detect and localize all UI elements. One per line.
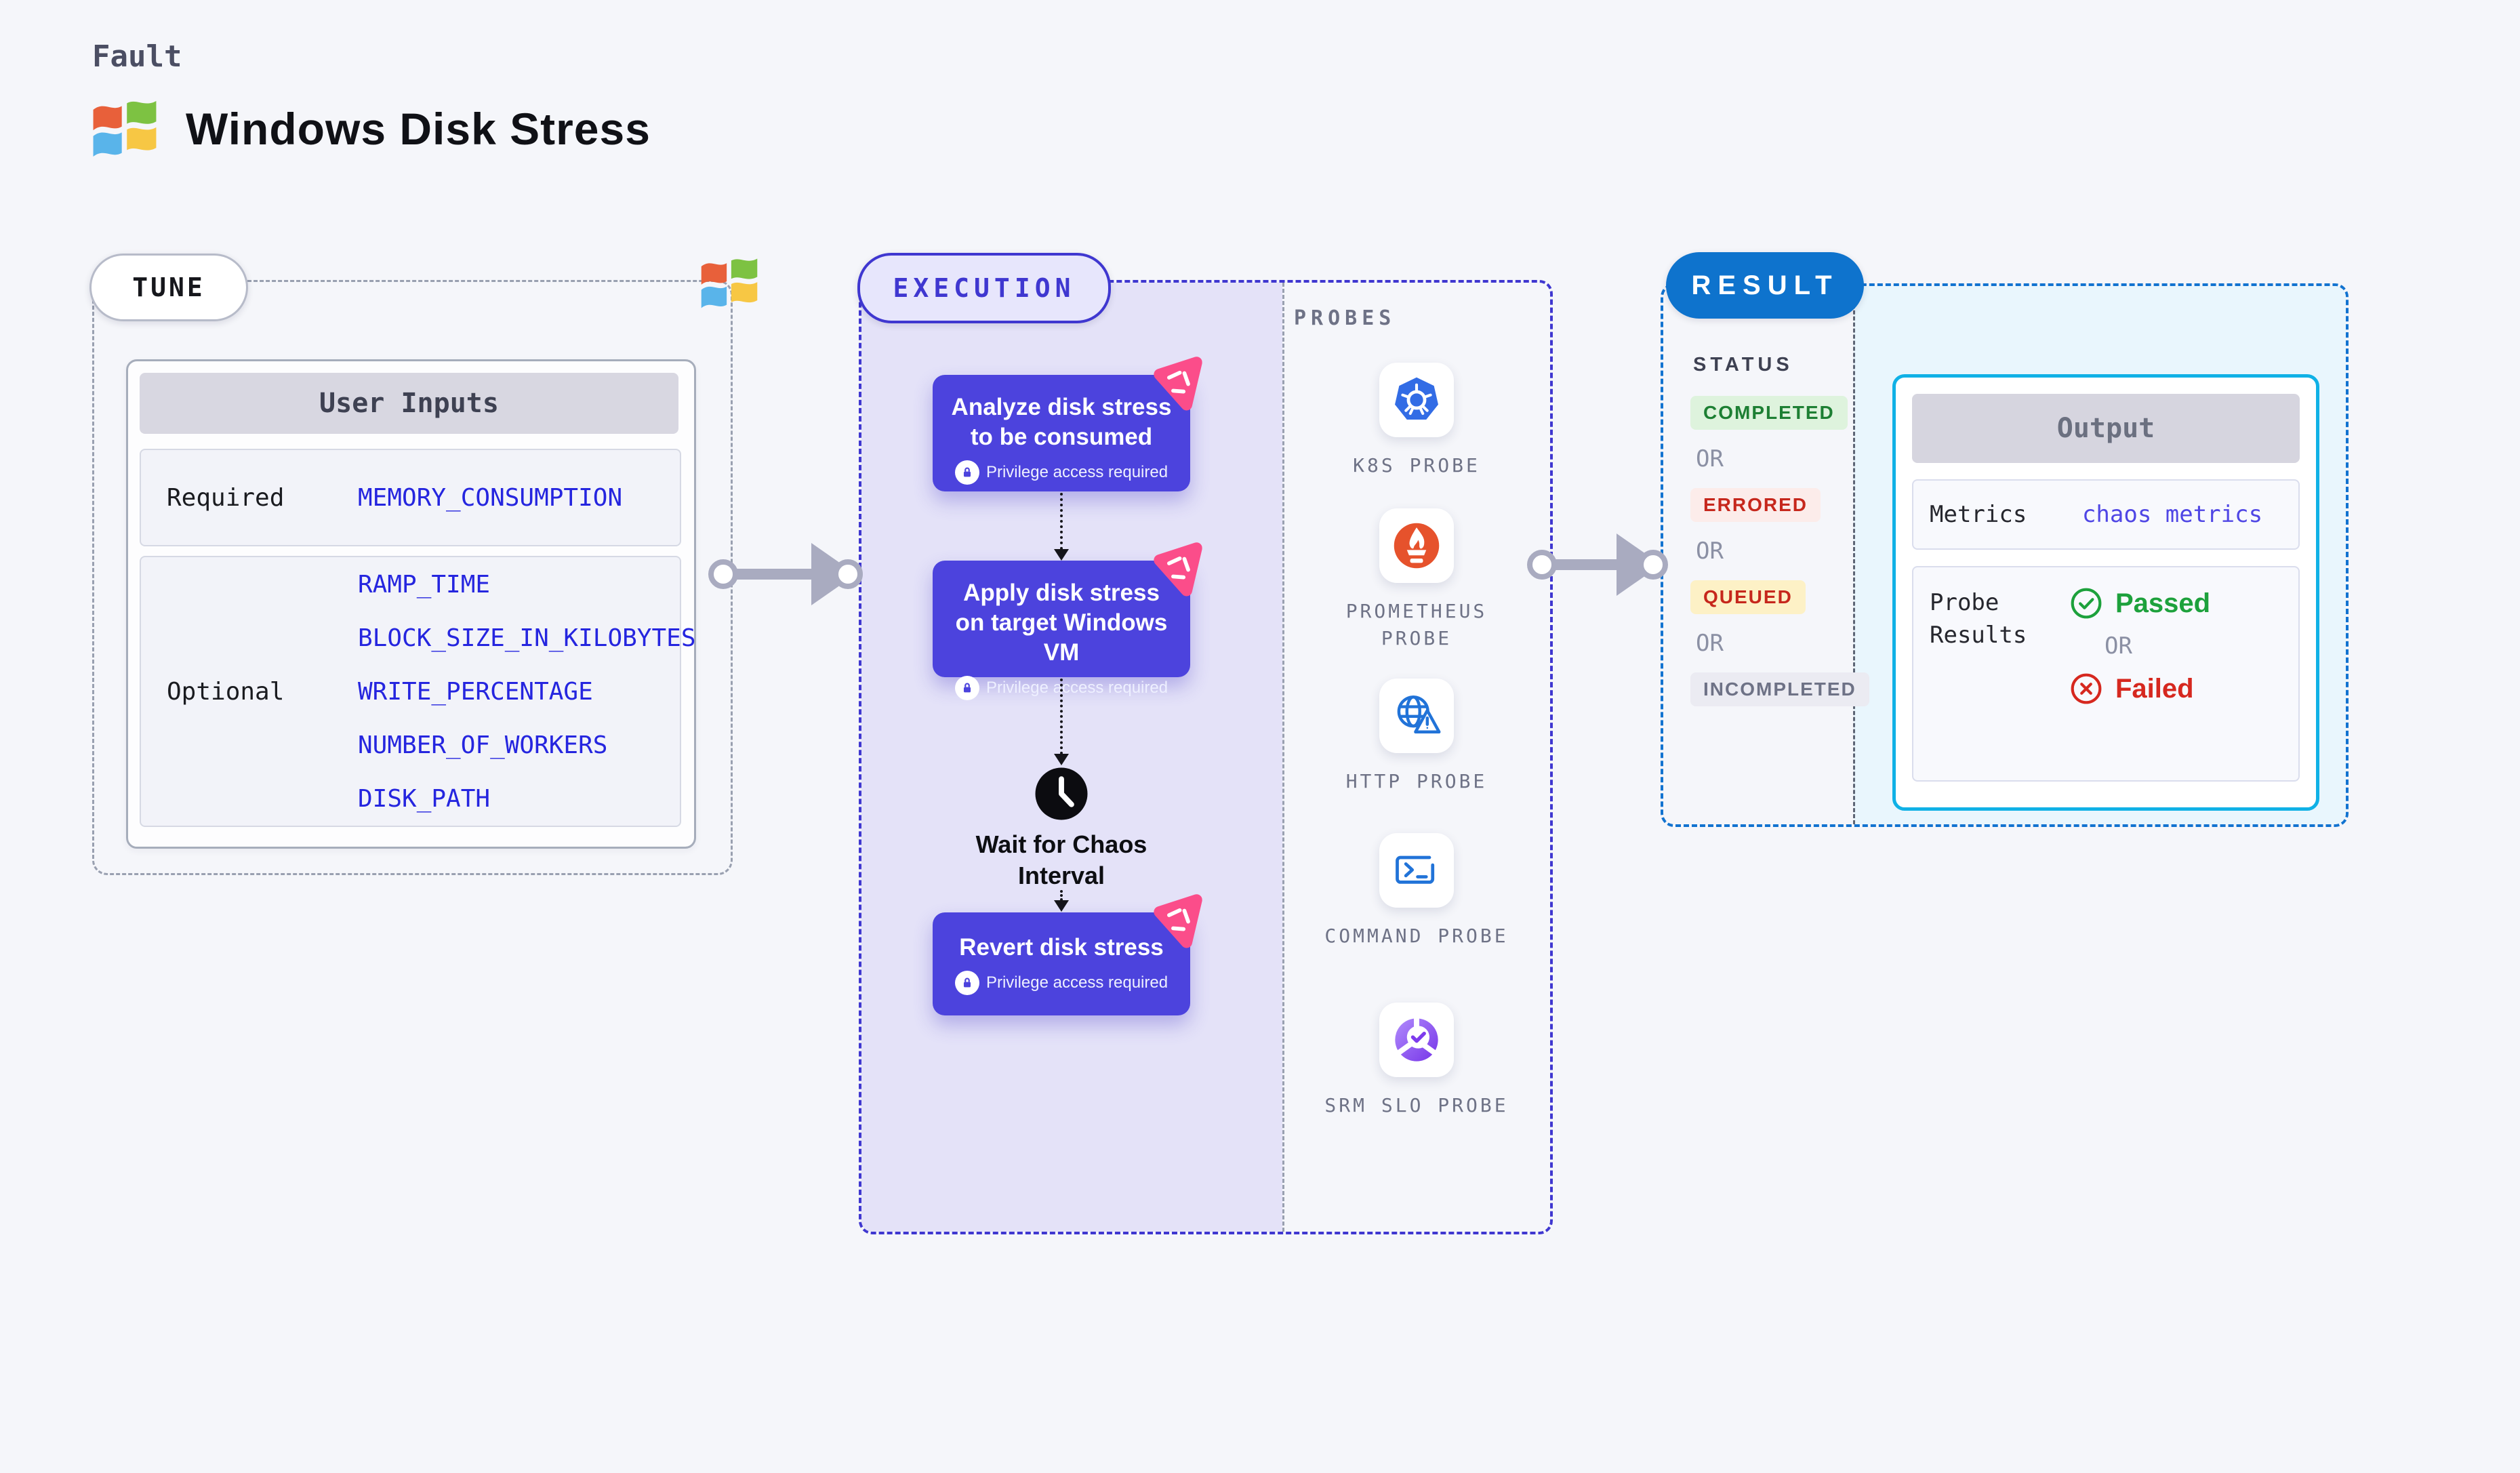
probe-verdict-passed: Passed	[2069, 586, 2282, 620]
chaos-experiment-icon	[1154, 894, 1202, 948]
input-value: WRITE_PERCENTAGE	[358, 677, 593, 706]
wait-for-chaos-interval-label: Wait for Chaos Interval	[975, 830, 1147, 889]
execution-section: Analyze disk stress to be consumed Privi…	[859, 280, 1553, 1234]
connector-wait-step3	[1054, 890, 1069, 912]
failed-label: Failed	[2115, 673, 2194, 704]
probe-command: COMMAND PROBE	[1308, 833, 1525, 950]
fault-eyebrow: Fault	[92, 39, 182, 74]
slo-donut-check-icon	[1379, 1003, 1454, 1077]
step-title: Analyze disk stress to be consumed	[951, 394, 1172, 450]
prometheus-icon	[1379, 508, 1454, 583]
probe-results-label: Probe Results	[1930, 589, 2027, 649]
result-divider	[1853, 286, 1855, 824]
status-badge-queued: QUEUED	[1690, 580, 1806, 614]
x-circle-icon	[2071, 673, 2102, 704]
http-globe-warning-icon	[1379, 679, 1454, 753]
chaos-metrics-link[interactable]: chaos metrics	[2081, 501, 2263, 528]
output-title: Output	[1912, 394, 2300, 463]
status-label: STATUS	[1693, 354, 1793, 376]
privilege-note: Privilege access required	[985, 463, 1168, 481]
step-title: Apply disk stress on target Windows VM	[955, 580, 1168, 666]
kubernetes-icon	[1379, 363, 1454, 437]
input-value: NUMBER_OF_WORKERS	[358, 731, 608, 759]
probe-label: COMMAND PROBE	[1324, 925, 1509, 947]
windows-logo-icon	[93, 100, 157, 157]
output-panel: Output Metrics chaos metrics Probe Resul…	[1892, 374, 2319, 811]
status-badge-completed: COMPLETED	[1690, 396, 1848, 430]
lock-icon	[954, 460, 979, 485]
required-label: Required	[167, 483, 285, 512]
probe-label: K8S PROBE	[1353, 454, 1480, 477]
connector-step2-wait	[1054, 679, 1069, 765]
lock-icon	[954, 676, 979, 700]
windows-logo-small-icon	[701, 258, 758, 308]
privilege-note: Privilege access required	[985, 973, 1168, 992]
probes-divider	[1282, 283, 1284, 1232]
tune-badge: TUNE	[89, 254, 248, 321]
step-analyze-disk-stress: Analyze disk stress to be consumed Privi…	[933, 357, 1202, 491]
input-value: MEMORY_CONSUMPTION	[358, 483, 623, 512]
optional-label: Optional	[167, 677, 285, 706]
terminal-icon	[1379, 833, 1454, 908]
probe-label: SRM SLO PROBE	[1324, 1094, 1509, 1116]
probe-http: HTTP PROBE	[1308, 679, 1525, 795]
step-title: Revert disk stress	[959, 934, 1164, 961]
privilege-note: Privilege access required	[985, 679, 1168, 697]
probe-label: PROMETHEUS PROBE	[1345, 600, 1488, 649]
metrics-label: Metrics	[1930, 501, 2027, 528]
required-values: MEMORY_CONSUMPTION	[358, 471, 680, 525]
probe-k8s: K8S PROBE	[1308, 363, 1525, 479]
passed-label: Passed	[2115, 588, 2211, 618]
required-inputs-row: Required MEMORY_CONSUMPTION	[140, 449, 681, 546]
page-title: Windows Disk Stress	[186, 104, 651, 154]
input-value: BLOCK_SIZE_IN_KILOBYTES	[358, 624, 696, 652]
connector-step1-step2	[1054, 493, 1069, 561]
probe-srm-slo: SRM SLO PROBE	[1308, 1003, 1525, 1119]
execution-badge: EXECUTION	[857, 253, 1111, 323]
or-label: OR	[1696, 538, 1724, 565]
lock-icon	[954, 971, 979, 995]
or-label: OR	[2105, 632, 2132, 660]
status-list: COMPLETED OR ERRORED OR QUEUED OR INCOMP…	[1690, 396, 1869, 706]
chaos-experiment-icon	[1154, 542, 1202, 597]
check-circle-icon	[2071, 588, 2102, 619]
optional-inputs-row: Optional RAMP_TIME BLOCK_SIZE_IN_KILOBYT…	[140, 556, 696, 827]
user-inputs-title: User Inputs	[140, 373, 678, 434]
probe-results-row: Probe Results Passed OR	[1912, 566, 2300, 782]
result-badge: RESULT	[1666, 252, 1864, 319]
input-value: DISK_PATH	[358, 784, 491, 813]
probe-label: HTTP PROBE	[1345, 770, 1488, 792]
or-label: OR	[1696, 445, 1724, 472]
clock-icon	[1033, 765, 1090, 822]
or-label: OR	[1696, 630, 1724, 657]
status-badge-incompleted: INCOMPLETED	[1690, 672, 1869, 706]
optional-values: RAMP_TIME BLOCK_SIZE_IN_KILOBYTES WRITE_…	[358, 558, 696, 826]
metrics-row: Metrics chaos metrics	[1912, 479, 2300, 550]
probe-verdict-failed: Failed	[2069, 672, 2282, 706]
result-section: STATUS COMPLETED OR ERRORED OR QUEUED OR…	[1661, 283, 2349, 827]
probes-section-label: PROBES	[1294, 306, 1396, 330]
chaos-experiment-icon	[1154, 357, 1202, 411]
step-apply-disk-stress: Apply disk stress on target Windows VM P…	[933, 542, 1202, 700]
probe-prometheus: PROMETHEUS PROBE	[1308, 508, 1525, 652]
step-revert-disk-stress: Revert disk stress Privilege access requ…	[933, 894, 1202, 1015]
status-badge-errored: ERRORED	[1690, 488, 1821, 522]
input-value: RAMP_TIME	[358, 570, 491, 599]
